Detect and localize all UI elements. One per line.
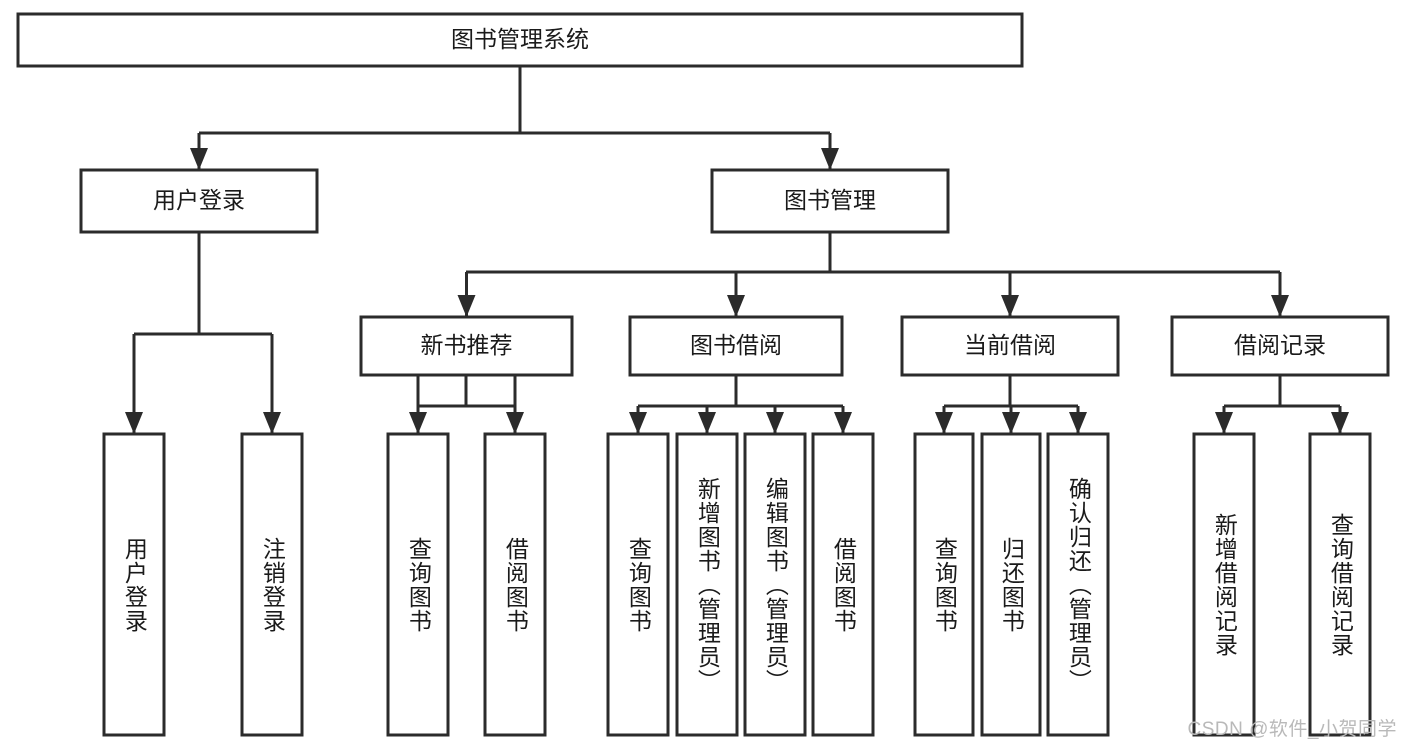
node-label-current-borrow: 当前借阅 [964,332,1056,358]
arrow-head-icon [263,412,281,434]
node-box-leaf-add-record[interactable] [1192,432,1256,737]
arrow-head-icon [935,412,953,434]
node-label-book-borrow: 图书借阅 [690,332,782,358]
node-box-leaf-edit-book[interactable] [743,432,807,737]
node-box-leaf-borrow-book-1[interactable] [483,432,547,737]
arrow-head-icon [834,412,852,434]
arrow-head-icon [457,295,476,317]
node-label-book-manage: 图书管理 [784,187,876,213]
node-box-new-book-rec[interactable] [359,315,574,377]
node-box-leaf-borrow-book-2[interactable] [811,432,875,737]
arrow-head-icon [506,412,524,434]
edges-layer [125,66,1349,434]
node-box-leaf-logout[interactable] [240,432,304,737]
arrow-head-icon [766,412,784,434]
arrow-head-icon [727,295,745,317]
node-label-new-book-rec: 新书推荐 [421,332,513,358]
node-label-borrow-record: 借阅记录 [1234,332,1326,358]
node-box-leaf-query-book-2[interactable] [606,432,670,737]
arrow-head-icon [821,148,839,170]
arrow-head-icon [698,412,716,434]
arrow-head-icon [190,148,208,170]
node-box-current-borrow[interactable] [900,315,1120,377]
arrow-head-icon [409,412,427,434]
node-box-leaf-confirm-return[interactable] [1046,432,1110,737]
node-box-book-borrow[interactable] [628,315,844,377]
arrow-head-icon [1215,412,1233,434]
node-box-leaf-add-book[interactable] [675,432,739,737]
node-box-leaf-user-login[interactable] [102,432,166,737]
node-box-leaf-query-book-1[interactable] [386,432,450,737]
arrow-head-icon [629,412,647,434]
node-box-leaf-query-record[interactable] [1308,432,1372,737]
arrow-head-icon [1001,295,1019,317]
arrow-head-icon [1271,295,1289,317]
node-box-book-manage[interactable] [710,168,950,234]
node-box-leaf-return-book[interactable] [980,432,1042,737]
nodes-layer [16,12,1390,737]
arrow-head-icon [1002,412,1020,434]
node-box-leaf-query-book-3[interactable] [913,432,975,737]
arrow-head-icon [1331,412,1349,434]
node-box-root[interactable] [16,12,1024,68]
node-label-user-login: 用户登录 [153,187,245,213]
node-box-borrow-record[interactable] [1170,315,1390,377]
node-label-root: 图书管理系统 [451,26,589,52]
arrow-head-icon [125,412,143,434]
node-box-user-login[interactable] [79,168,319,234]
arrow-head-icon [1069,412,1087,434]
watermark-text: CSDN @软件_小贺同学 [1187,719,1397,740]
